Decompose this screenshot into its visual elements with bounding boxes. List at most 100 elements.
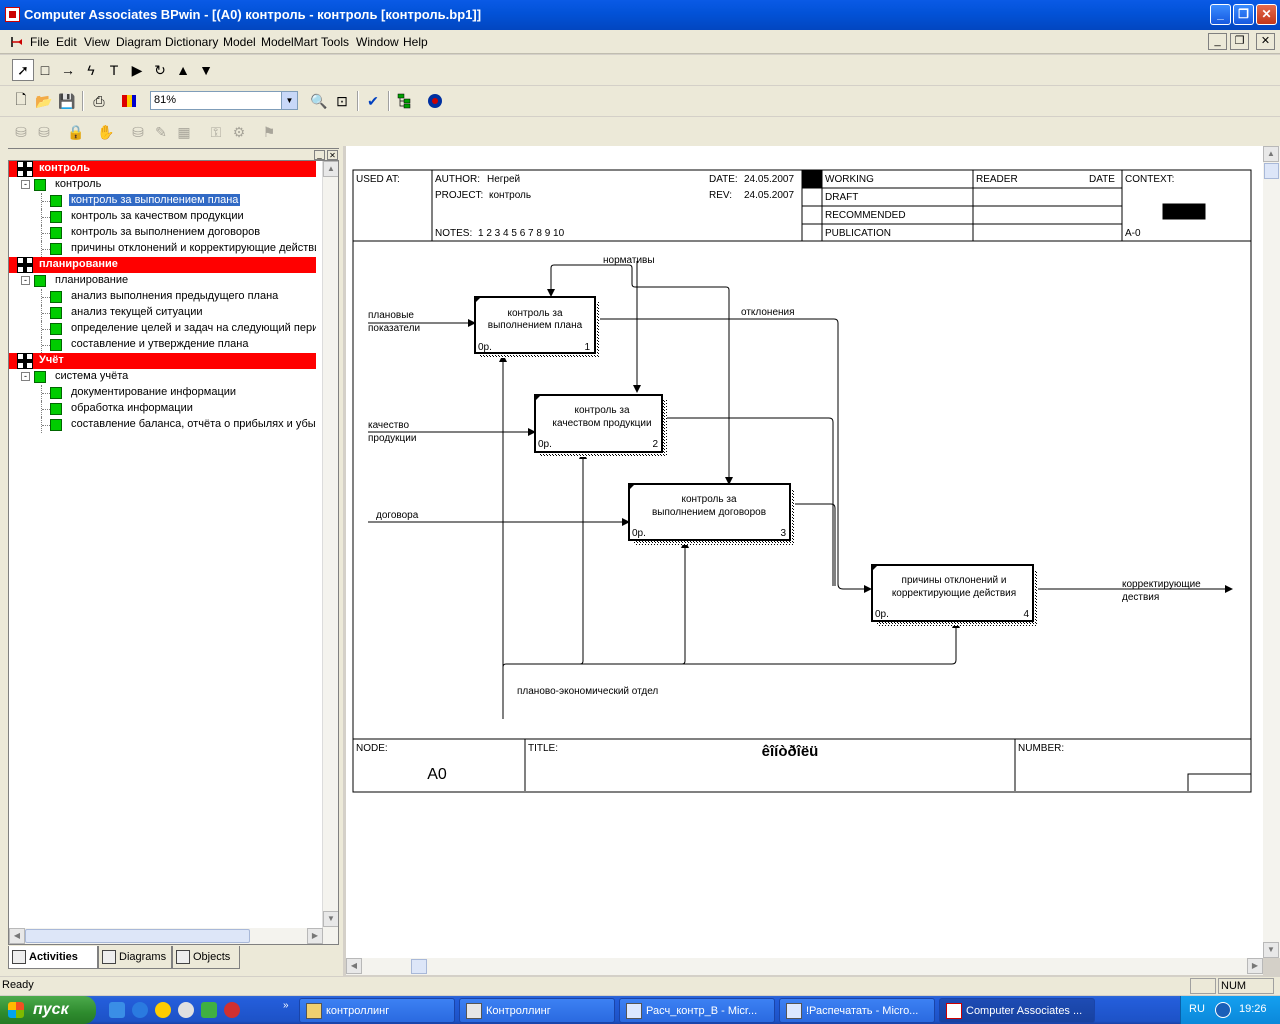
label-quality-1[interactable]: качество [368,420,409,431]
media-player-icon[interactable] [155,1002,171,1018]
tree-item[interactable]: -планирование [9,273,316,289]
menu-dictionary[interactable]: Dictionary [165,35,219,49]
scroll-up-icon[interactable]: ▲ [323,161,338,177]
arrow-mech-box4[interactable] [502,620,960,668]
label-peo[interactable]: планово-экономический отдел [517,686,658,697]
tree-item[interactable]: определение целей и задач на следующий п… [9,321,316,337]
tree-item[interactable]: составление баланса, отчёта о прибылях и… [9,417,316,433]
collapse-icon[interactable]: - [21,180,30,189]
activity-box-4[interactable]: причины отклонений и корректирующие дейс… [871,564,1038,626]
activity-box-2[interactable]: контроль за качеством продукции 0р. 2 [534,394,667,457]
arrow-mech-box3[interactable] [681,540,689,665]
network-icon[interactable] [1215,1002,1231,1018]
scroll-up-icon[interactable]: ▲ [1263,146,1279,162]
modelmart-icon[interactable] [424,90,446,112]
menu-model[interactable]: Model [223,35,256,49]
task-raspechatat[interactable]: !Распечатать - Micro... [779,998,935,1023]
tree-item[interactable]: обработка информации [9,401,316,417]
zoom-select[interactable]: 81% ▼ [150,91,298,110]
canvas-hscroll-thumb[interactable] [411,959,427,974]
label-quality-2[interactable]: продукции [368,433,416,444]
label-plan-2[interactable]: показатели [368,323,420,334]
language-indicator[interactable]: RU [1189,1003,1205,1015]
opera-icon[interactable] [224,1002,240,1018]
tree-item[interactable]: -контроль [9,177,316,193]
dropdown-arrow-icon[interactable]: ▼ [281,92,297,109]
go-to-sibling-icon[interactable]: ↻ [154,61,166,78]
model-explorer-icon[interactable] [394,90,416,112]
color-palette-icon[interactable] [118,90,140,112]
label-plan-1[interactable]: плановые [368,310,414,321]
scroll-left-icon[interactable]: ◀ [346,958,362,974]
start-button[interactable]: пуск [0,996,96,1024]
squiggle-tool-icon[interactable]: ϟ [87,62,95,78]
tree-item[interactable]: контроль за качеством продукции [9,209,316,225]
diagram-canvas[interactable]: USED AT: AUTHOR: Негрей PROJECT: контрол… [346,146,1263,958]
box-tool-icon[interactable]: □ [40,62,50,78]
task-rasch-kontr[interactable]: Расч_контр_В - Micr... [619,998,775,1023]
scroll-right-icon[interactable]: ▶ [307,928,323,944]
messenger-icon[interactable] [201,1002,217,1018]
show-desktop-icon[interactable] [109,1002,125,1018]
collapse-icon[interactable]: - [21,276,30,285]
internet-explorer-icon[interactable] [132,1002,148,1018]
activity-box-3[interactable]: контроль за выполнением договоров 0р. 3 [628,483,795,545]
text-tool-icon[interactable]: T [109,62,119,78]
collapse-icon[interactable]: - [21,372,30,381]
tab-diagrams[interactable]: Diagrams [98,946,172,969]
tree-root-item[interactable]: Учёт [9,353,316,369]
tree-root-item[interactable]: контроль [9,161,316,177]
doc-restore-button[interactable]: ❐ [1230,33,1249,50]
tree-item[interactable]: -система учёта [9,369,316,385]
open-folder-icon[interactable]: 📂 [35,92,53,109]
menu-edit[interactable]: Edit [56,35,77,49]
tab-objects[interactable]: Objects [172,946,240,969]
tree-item[interactable]: контроль за выполнением плана [9,193,316,209]
label-dogovora[interactable]: договора [376,510,419,521]
spell-check-icon[interactable]: ✔ [367,92,379,109]
arrow-normativy-to-box3[interactable] [550,264,733,485]
menu-modelmart[interactable]: ModelMart [261,35,318,49]
menu-window[interactable]: Window [356,35,399,49]
document-icon[interactable] [10,35,24,49]
scroll-down-icon[interactable]: ▼ [1263,942,1279,958]
menu-file[interactable]: File [30,35,50,49]
tab-activities[interactable]: Activities [8,946,98,969]
print-icon[interactable]: ⎙ [93,92,105,109]
zoom-fit-icon[interactable]: ⊡ [336,92,348,109]
doc-minimize-button[interactable]: _ [1208,33,1227,50]
scroll-right-icon[interactable]: ▶ [1247,958,1263,974]
arrow-tool-icon[interactable]: → [61,62,75,78]
pointer-tool-icon[interactable]: ➚ [12,59,34,81]
explorer-close-button[interactable]: ✕ [327,150,338,160]
scroll-down-icon[interactable]: ▼ [323,911,338,927]
label-corrective-1[interactable]: корректирующие [1122,579,1201,590]
task-bpwin[interactable]: Computer Associates ... [939,998,1095,1023]
menu-diagram[interactable]: Diagram [116,35,162,49]
activity-box-1[interactable]: контроль за выполнением плана 0р. 1 [474,296,600,358]
arrow-deviations[interactable] [595,318,872,593]
task-kontrolling[interactable]: Контроллинг [459,998,615,1023]
scroll-thumb[interactable] [25,929,250,943]
doc-close-button[interactable]: ✕ [1256,33,1275,50]
label-otklonenia[interactable]: отклонения [741,307,795,318]
close-button[interactable]: ✕ [1256,4,1277,25]
bpwin-app-icon[interactable] [5,7,20,22]
arrow-box2-output[interactable] [662,417,834,586]
scroll-left-icon[interactable]: ◀ [9,928,25,944]
quicklaunch-expand-icon[interactable]: » [283,1000,289,1011]
explorer-minimize-button[interactable]: _ [314,150,325,160]
canvas-vertical-scrollbar[interactable]: ▲ ▼ [1263,146,1280,958]
menu-tools[interactable]: Tools [321,35,350,49]
tree-vertical-scrollbar[interactable]: ▲ ▼ [322,161,338,944]
go-to-parent-icon[interactable]: ▲ [176,62,190,78]
go-down-icon[interactable]: ▼ [199,62,213,78]
save-icon[interactable]: 💾 [58,92,76,109]
label-normativy[interactable]: нормативы [603,255,655,266]
tree-item[interactable]: составление и утверждение плана [9,337,316,353]
arrow-box3-output[interactable] [790,503,836,586]
tree-item[interactable]: анализ текущей ситуации [9,305,316,321]
go-to-child-icon[interactable]: ▶ [131,61,143,78]
quick-launch-app-icon[interactable] [178,1002,194,1018]
